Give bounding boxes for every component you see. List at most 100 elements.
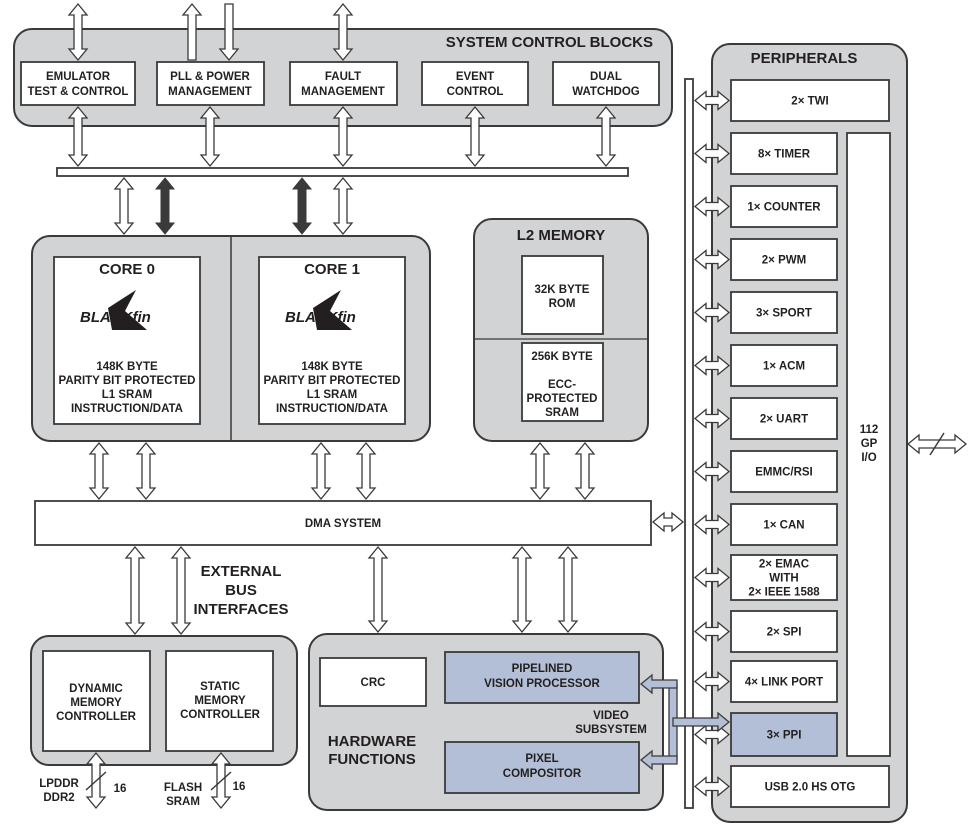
horizontal-arrow-icon (693, 776, 731, 797)
peripheral-label: 2× IEEE 1588 (748, 587, 820, 599)
emulator-block: EMULATOR TEST & CONTROL (20, 61, 136, 106)
fault-line1: FAULT (325, 71, 361, 83)
crc-box (319, 657, 427, 707)
dynamic-line1: DYNAMIC (69, 683, 123, 695)
vertical-arrow-icon (557, 545, 579, 634)
peripheral-item: 1× ACM (730, 344, 838, 387)
event-line2: CONTROL (447, 86, 504, 98)
blackfin-logo-icon: BLACKfin (80, 290, 151, 330)
core-0-title: CORE 0 (99, 261, 155, 278)
peripheral-box (730, 132, 838, 175)
event-control-block: EVENT CONTROL (421, 61, 529, 106)
lpddr-label-2: DDR2 (43, 792, 74, 804)
peripheral-box (730, 291, 838, 334)
gpio-line1: 112 (860, 424, 879, 436)
peripheral-item: 2× UART (730, 397, 838, 440)
peripheral-label: WITH (769, 573, 798, 585)
vertical-arrow-icon (464, 105, 486, 168)
lpddr-label-1: LPDDR (39, 778, 79, 790)
horizontal-arrow-icon (693, 355, 731, 376)
flash-label-2: SRAM (166, 796, 200, 808)
horizontal-arrow-icon (693, 671, 731, 692)
peripheral-box (730, 712, 838, 757)
event-line1: EVENT (456, 71, 494, 83)
horizontal-arrow-icon (651, 511, 685, 533)
peripheral-label: 4× LINK PORT (745, 677, 823, 689)
vertical-arrow-icon (199, 105, 221, 168)
peripheral-item: 3× PPI (730, 712, 838, 757)
vertical-arrow-icon (310, 441, 332, 501)
peripherals-title: PERIPHERALS (751, 50, 858, 67)
ext-bus-title-1: EXTERNAL (201, 563, 282, 580)
l2-memory-group: L2 MEMORY 32K BYTE ROM 256K BYTE ECC- PR… (473, 218, 649, 442)
pll-power-block: PLL & POWER MANAGEMENT (156, 61, 265, 106)
gpio-line2: GP (861, 438, 878, 450)
l2-rom-line2: ROM (549, 298, 576, 310)
pll-power-box (156, 61, 265, 106)
peripheral-label: 2× TWI (791, 96, 828, 108)
pixel-compositor-box (444, 741, 640, 794)
peripheral-item: 1× COUNTER (730, 185, 838, 228)
static-line2: MEMORY (194, 695, 246, 707)
system-control-group: SYSTEM CONTROL BLOCKS EMULATOR TEST & CO… (13, 28, 673, 127)
connection-arrows (67, 2, 968, 810)
core-1-box (258, 256, 406, 425)
flash-label-1: FLASH (164, 782, 202, 794)
vertical-arrow-icon (135, 441, 157, 501)
dynamic-memory-box (42, 650, 151, 752)
peripheral-label: USB 2.0 HS OTG (765, 782, 856, 794)
peripheral-box (730, 185, 838, 228)
peripheral-box (730, 397, 838, 440)
dual-watchdog-block: DUAL WATCHDOG (552, 61, 660, 106)
video-subsystem-links (639, 673, 731, 771)
peripheral-item: USB 2.0 HS OTG (730, 765, 890, 808)
peripheral-label: 3× SPORT (756, 308, 812, 320)
vertical-arrow-icon (170, 545, 192, 636)
l2-sram-line5: SRAM (545, 407, 579, 419)
core-0-desc-4: INSTRUCTION/DATA (71, 403, 183, 415)
pvp-line1: PIPELINED (512, 663, 573, 675)
peripheral-label: 2× SPI (767, 627, 802, 639)
flash-width-label: 16 (233, 781, 246, 793)
peripheral-box (730, 610, 838, 653)
core-0-box (53, 256, 201, 425)
fault-line2: MANAGEMENT (301, 86, 385, 98)
gpio-box (846, 132, 891, 757)
peripheral-label: 1× COUNTER (747, 202, 821, 214)
static-memory-box (165, 650, 274, 752)
core-0: CORE 0 BLACKfin 148K BYTE PARITY BIT PRO… (53, 256, 201, 425)
peripheral-item: EMMC/RSI (730, 450, 838, 493)
flash-bus-slash (210, 771, 232, 791)
event-box (421, 61, 529, 106)
video-arrow-ppi (672, 711, 731, 733)
l2-sram-line3: ECC- (548, 379, 576, 391)
vertical-arrow-icon (332, 176, 354, 236)
peripheral-box (730, 79, 890, 122)
peripheral-label: 2× PWM (762, 255, 806, 267)
watchdog-line1: DUAL (590, 71, 622, 83)
video-arrow-pixel (639, 749, 678, 771)
peripheral-box (730, 554, 838, 601)
peripheral-bus-bar (684, 78, 694, 809)
l2-rom-line1: 32K BYTE (535, 284, 590, 296)
core-1: CORE 1 BLACKfin 148K BYTE PARITY BIT PRO… (258, 256, 406, 425)
peripheral-box (730, 450, 838, 493)
lpddr-width-label: 16 (114, 783, 127, 795)
vertical-arrow-icon (88, 441, 110, 501)
peripheral-box (730, 503, 838, 546)
system-bus-bar (56, 167, 629, 177)
vertical-arrow-icon (574, 441, 596, 501)
vertical-arrow-icon (332, 105, 354, 168)
horizontal-arrow-icon (693, 724, 731, 745)
horizontal-arrow-icon (693, 461, 731, 482)
hw-func-title-2: FUNCTIONS (328, 751, 416, 768)
lpddr-bus-slash (85, 771, 107, 791)
peripheral-label: EMMC/RSI (755, 467, 813, 479)
l2-sram-box (521, 342, 604, 422)
video-subsystem-line2: SUBSYSTEM (575, 724, 647, 736)
peripheral-box (730, 344, 838, 387)
core-1-desc-1: 148K BYTE (301, 361, 363, 373)
core-0-desc-1: 148K BYTE (96, 361, 158, 373)
hardware-functions-group: CRC PIPELINED VISION PROCESSOR PIXEL COM… (308, 633, 664, 811)
